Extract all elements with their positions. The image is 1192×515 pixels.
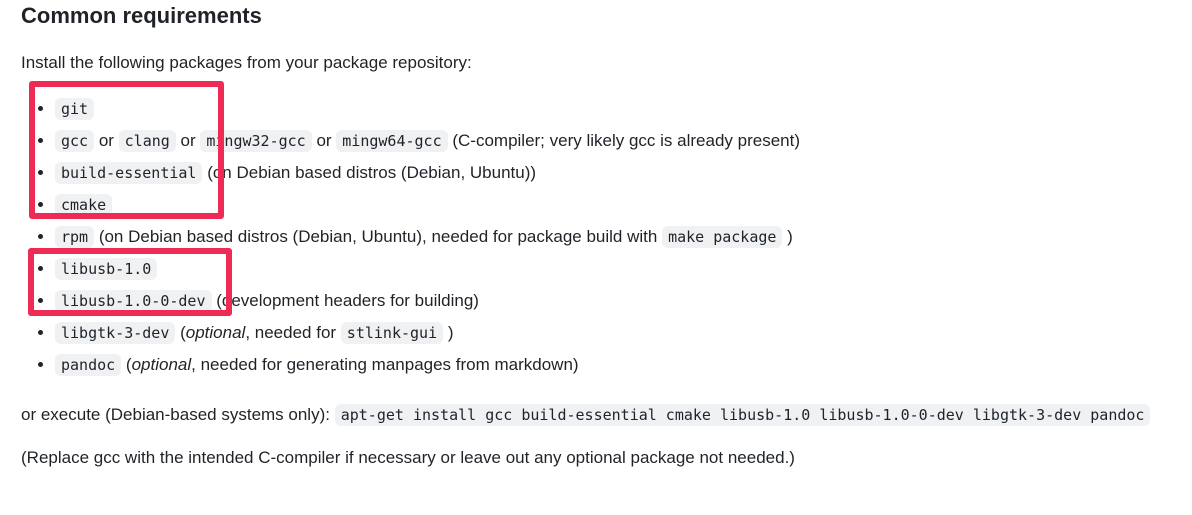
inline-code-chip: libgtk-3-dev <box>55 322 176 344</box>
text-run: (on Debian based distros (Debian, Ubuntu… <box>202 163 537 182</box>
text-run: or <box>311 131 337 150</box>
execute-command-paragraph: or execute (Debian-based systems only): … <box>21 400 1179 429</box>
text-run: (development headers for building) <box>211 291 479 310</box>
package-list-item: git <box>55 96 1179 121</box>
text-run: or <box>94 131 119 150</box>
inline-code-chip: pandoc <box>55 354 122 376</box>
package-list-item: gcc or clang or mingw32-gcc or mingw64-g… <box>55 128 1179 153</box>
inline-code-chip: make package <box>662 226 783 248</box>
package-list: git gcc or clang or mingw32-gcc or mingw6… <box>21 96 1179 377</box>
inline-code-chip: mingw64-gcc <box>336 130 448 152</box>
package-list-item: build-essential (on Debian based distros… <box>55 160 1179 185</box>
text-run: , needed for generating manpages from ma… <box>191 355 579 374</box>
text-run: or <box>175 131 201 150</box>
package-list-item: libusb-1.0-0-dev (development headers fo… <box>55 288 1179 313</box>
text-run: ) <box>782 227 793 246</box>
inline-code-chip: mingw32-gcc <box>200 130 312 152</box>
text-run: ( <box>175 323 186 342</box>
text-run: ( <box>121 355 132 374</box>
inline-code-chip: rpm <box>55 226 95 248</box>
package-list-item: libusb-1.0 <box>55 256 1179 281</box>
inline-code-chip: clang <box>118 130 176 152</box>
inline-code-chip: git <box>55 98 95 120</box>
emphasis-text: optional <box>185 323 246 342</box>
replace-note: (Replace gcc with the intended C-compile… <box>21 448 795 467</box>
text-run: (C-compiler; very likely gcc is already … <box>447 131 801 150</box>
package-list-item: cmake <box>55 192 1179 217</box>
section-heading: Common requirements <box>21 3 262 28</box>
text-run: , needed for <box>245 323 341 342</box>
inline-code-chip: cmake <box>55 194 113 216</box>
inline-code-chip: build-essential <box>55 162 203 184</box>
package-list-item: pandoc (optional, needed for generating … <box>55 352 1179 377</box>
text-run: (on Debian based distros (Debian, Ubuntu… <box>94 227 663 246</box>
inline-code-chip: libusb-1.0-0-dev <box>55 290 212 312</box>
text-run: ) <box>443 323 454 342</box>
inline-code-chip: stlink-gui <box>340 322 444 344</box>
intro-paragraph: Install the following packages from your… <box>21 53 472 72</box>
emphasis-text: optional <box>131 355 192 374</box>
inline-code-chip: gcc <box>55 130 95 152</box>
package-list-item: rpm (on Debian based distros (Debian, Ub… <box>55 224 1179 249</box>
inline-code-chip: apt-get install gcc build-essential cmak… <box>334 404 1151 426</box>
package-list-item: libgtk-3-dev (optional, needed for stlin… <box>55 320 1179 345</box>
inline-code-chip: libusb-1.0 <box>55 258 158 280</box>
text-run: or execute (Debian-based systems only): <box>21 405 335 424</box>
